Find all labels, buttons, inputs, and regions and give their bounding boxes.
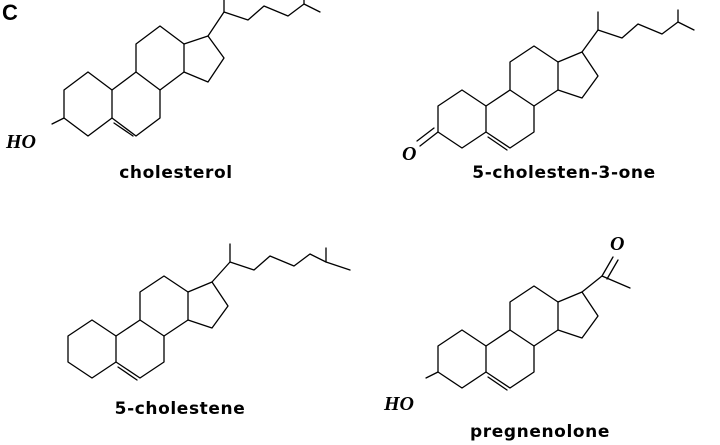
- carbonyl-oxygen-label: O: [610, 233, 624, 255]
- side-chain: [51, 0, 321, 125]
- structure-5-cholesten-3-one: O 5-cholesten-3-one: [402, 9, 695, 183]
- side-chain: [581, 9, 695, 53]
- structure-cholesterol: HO cholesterol: [5, 0, 321, 183]
- ring-b: [485, 329, 535, 391]
- structure-pregnenolone: O HO pregnenolone: [383, 233, 631, 442]
- ring-c: [139, 275, 189, 337]
- acetyl-side-chain: [425, 256, 631, 379]
- ring-d: [183, 35, 225, 83]
- ring-d: [187, 281, 229, 329]
- ring-c: [509, 285, 559, 347]
- ring-a: [63, 71, 113, 137]
- molecule-name-5-cholesten-3-one: 5-cholesten-3-one: [472, 163, 655, 183]
- molecule-name-5-cholestene: 5-cholestene: [115, 399, 246, 419]
- ring-d: [557, 51, 599, 99]
- ring-a: [67, 319, 117, 379]
- ring-c: [509, 45, 559, 107]
- ring-b: [111, 71, 161, 137]
- ring-a: [437, 89, 487, 149]
- structure-5-cholestene: 5-cholestene: [67, 243, 351, 419]
- carbonyl-bond: [416, 127, 439, 147]
- ring-c: [135, 25, 185, 91]
- ring-a: [437, 329, 487, 389]
- ring-b: [115, 319, 165, 381]
- hydroxyl-label: HO: [5, 131, 36, 153]
- ring-b: [485, 89, 535, 151]
- panel-label: C: [2, 0, 18, 25]
- side-chain: [211, 243, 351, 283]
- molecule-name-pregnenolone: pregnenolone: [470, 422, 610, 442]
- ketone-oxygen-label: O: [402, 143, 416, 165]
- ring-d: [557, 291, 599, 339]
- hydroxyl-label: HO: [383, 393, 414, 415]
- molecule-name-cholesterol: cholesterol: [119, 163, 232, 183]
